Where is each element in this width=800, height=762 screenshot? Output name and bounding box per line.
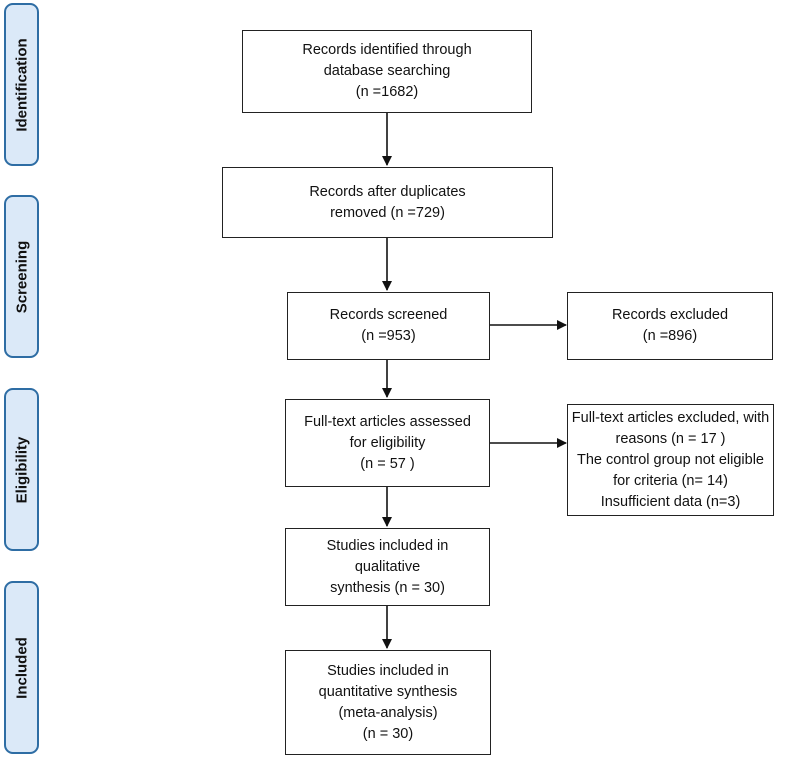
stage-label-identification: Identification <box>13 37 30 132</box>
box-qualitative-synthesis-text: Studies included in qualitative synthesis … <box>327 536 449 599</box>
box-records-after-duplicates-text: Records after duplicates removed (n =729) <box>309 182 465 224</box>
box-line: (n =953) <box>361 328 416 344</box>
box-line: (meta-analysis) <box>338 704 438 721</box>
box-line: (n = 57 ) <box>360 455 415 472</box>
box-records-screened: Records screened (n =953) <box>287 292 490 360</box>
box-line: Records excluded <box>611 307 729 323</box>
box-records-excluded-text: Records excluded (n =896) <box>612 305 728 347</box>
stage-included: Included <box>4 581 39 754</box>
box-line: Full-text articles assessed <box>304 413 471 430</box>
stage-label-screening: Screening <box>13 240 30 313</box>
box-line: database searching <box>323 63 451 79</box>
box-line: The control group not eligible <box>576 451 764 468</box>
box-fulltext-assessed-text: Full-text articles assessed for eligibili… <box>304 412 471 475</box>
box-line: (n =896) <box>642 328 698 344</box>
box-records-screened-text: Records screened (n =953) <box>330 305 448 347</box>
box-line: reasons (n = 17 ) <box>615 430 726 447</box>
box-line: quantitative synthesis <box>318 683 458 700</box>
box-line: Records after duplicates <box>309 183 466 200</box>
box-line: removed (n =729) <box>330 204 445 221</box>
box-line: Insufficient data (n=3) <box>600 493 741 510</box>
box-line: Studies included in <box>327 662 449 679</box>
stage-screening: Screening <box>4 195 39 358</box>
box-records-after-duplicates: Records after duplicates removed (n =729) <box>222 167 553 238</box>
box-line: qualitative <box>354 558 421 575</box>
box-line: for criteria (n= 14) <box>613 472 728 489</box>
box-line: Records identified through <box>302 42 472 58</box>
stage-eligibility: Eligibility <box>4 388 39 551</box>
stage-label-eligibility: Eligibility <box>13 436 30 503</box>
box-qualitative-synthesis: Studies included in qualitative synthesis … <box>285 528 490 606</box>
box-line: (n =1682) <box>355 84 419 100</box>
box-line: Records screened <box>329 307 448 323</box>
box-fulltext-assessed: Full-text articles assessed for eligibili… <box>285 399 490 487</box>
box-records-identified: Records identified through database searc… <box>242 30 532 113</box>
box-records-identified-text: Records identified through database searc… <box>302 40 471 103</box>
stage-label-included: Included <box>13 636 30 699</box>
box-line: for eligibility <box>349 434 426 451</box>
box-quantitative-synthesis-text: Studies included in quantitative synthesi… <box>319 661 458 745</box>
box-quantitative-synthesis: Studies included in quantitative synthesi… <box>285 650 491 755</box>
box-line: (n = 30) <box>362 725 414 742</box>
box-line: Full-text articles excluded, with <box>571 409 770 426</box>
box-line: Studies included in <box>326 537 449 554</box>
box-line: synthesis (n = 30) <box>330 579 445 596</box>
box-records-excluded: Records excluded (n =896) <box>567 292 773 360</box>
box-fulltext-excluded-text: Full-text articles excluded, with reasons… <box>572 408 769 513</box>
box-fulltext-excluded: Full-text articles excluded, with reasons… <box>567 404 774 516</box>
stage-identification: Identification <box>4 3 39 166</box>
